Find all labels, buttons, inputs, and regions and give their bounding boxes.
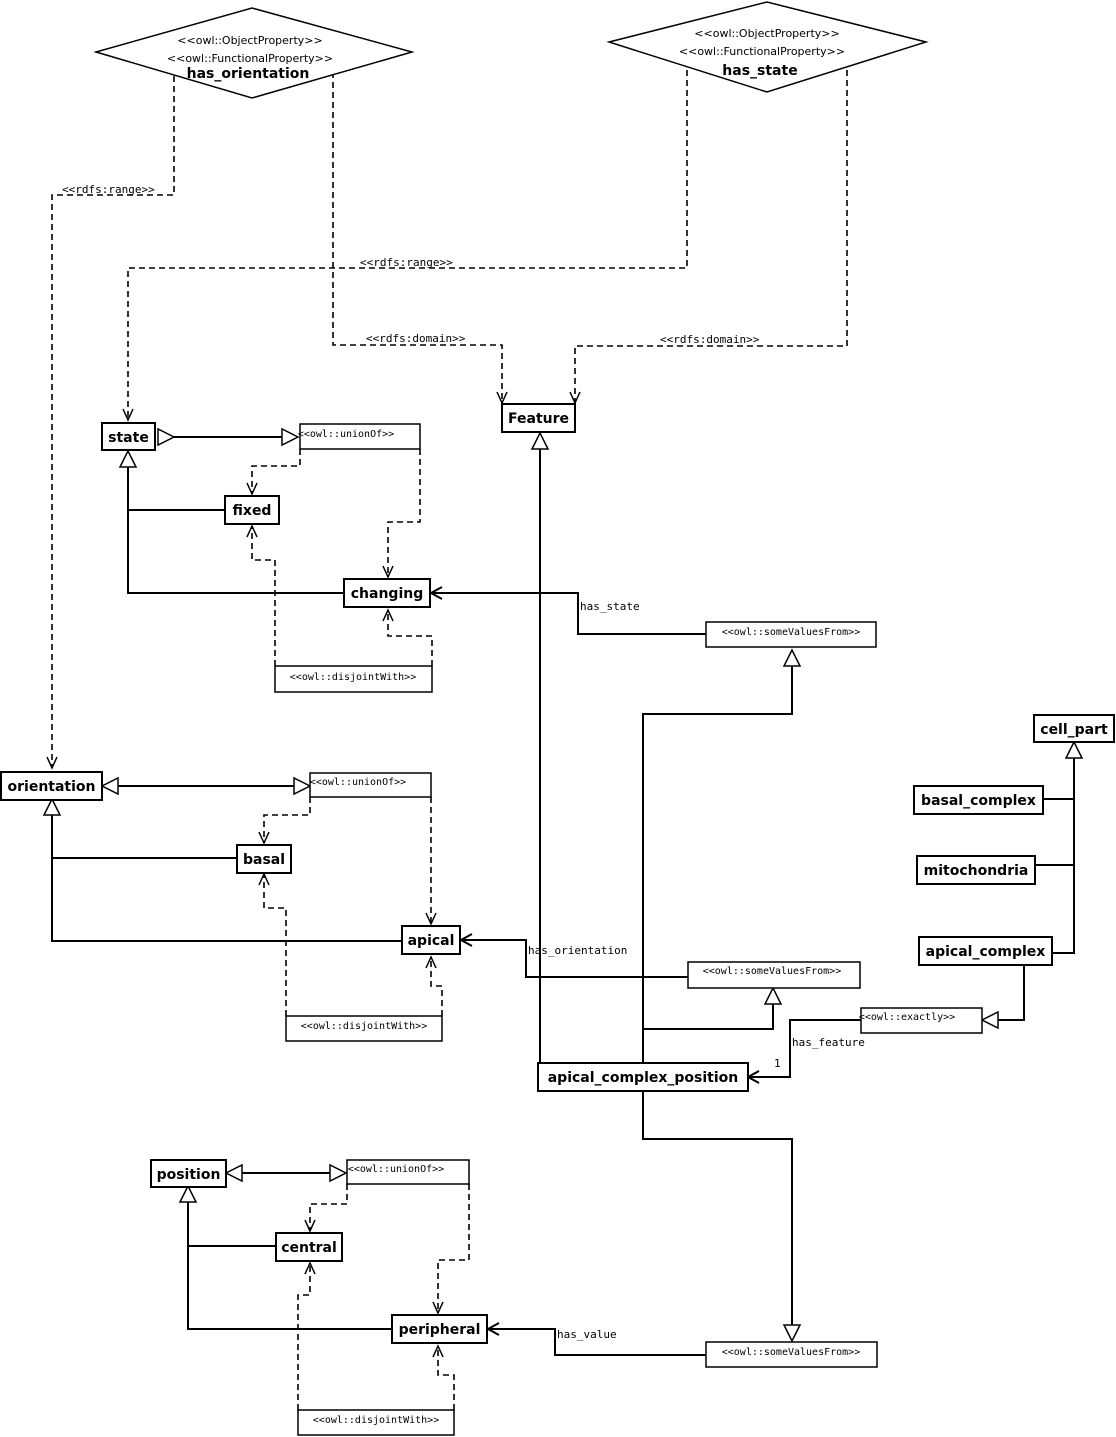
class-central[interactable]: central [275, 1232, 343, 1262]
class-basal[interactable]: basal [236, 844, 292, 874]
property-name: has_state [722, 63, 797, 79]
disjoint-with-state[interactable]: <<owl::disjointWith>> [274, 665, 433, 693]
class-mitochondria[interactable]: mitochondria [916, 855, 1036, 885]
exactly-cardinality[interactable]: <<owl::exactly>> [859, 1007, 983, 1034]
label-domain-has-state: <<rdfs:domain>> [660, 333, 760, 346]
disjoint-with-orientation[interactable]: <<owl::disjointWith>> [285, 1015, 443, 1042]
edge-union-central [304, 1184, 348, 1233]
svg-text:basal_complex: basal_complex [921, 793, 1036, 809]
class-peripheral[interactable]: peripheral [391, 1314, 488, 1344]
stereotype-object-property: <<owl::ObjectProperty>> [694, 27, 839, 40]
stereotype-functional-property: <<owl::FunctionalProperty>> [167, 52, 333, 65]
svg-text:position: position [157, 1167, 221, 1183]
class-fixed[interactable]: fixed [224, 495, 280, 525]
union-of-orientation[interactable]: <<owl::unionOf>> [309, 772, 432, 798]
property-name: has_orientation [187, 66, 310, 82]
svg-text:<<owl::someValuesFrom>>: <<owl::someValuesFrom>> [722, 1347, 860, 1358]
svg-text:basal: basal [243, 852, 285, 868]
class-changing[interactable]: changing [343, 578, 431, 608]
edge-orientation-union [100, 776, 312, 796]
svg-text:Feature: Feature [508, 411, 569, 427]
svg-text:<<owl::unionOf>>: <<owl::unionOf>> [298, 429, 394, 440]
svg-text:<<owl::someValuesFrom>>: <<owl::someValuesFrom>> [703, 966, 841, 977]
edge-position-some-orientation [643, 986, 783, 1030]
class-cell-part[interactable]: cell_part [1033, 714, 1115, 743]
edge-position-some-position [642, 1092, 802, 1343]
edge-state-subclasses [118, 449, 344, 594]
edge-position-union [224, 1163, 348, 1183]
property-has-orientation[interactable]: <<owl::ObjectProperty>> <<owl::Functiona… [93, 7, 415, 99]
svg-text:<<owl::disjointWith>>: <<owl::disjointWith>> [313, 1415, 439, 1426]
class-state[interactable]: state [101, 422, 156, 451]
property-has-state[interactable]: <<owl::ObjectProperty>> <<owl::Functiona… [606, 1, 929, 93]
union-of-position[interactable]: <<owl::unionOf>> [346, 1159, 470, 1185]
label-cardinality: 1 [774, 1057, 781, 1070]
svg-text:<<owl::exactly>>: <<owl::exactly>> [859, 1012, 955, 1023]
edge-union-fixed [246, 449, 301, 496]
edge-disjoint-fixed [246, 524, 276, 666]
label-has-orientation: has_orientation [528, 944, 627, 957]
svg-text:mitochondria: mitochondria [924, 863, 1029, 879]
disjoint-with-position[interactable]: <<owl::disjointWith>> [297, 1409, 455, 1436]
edge-union-peripheral [432, 1184, 470, 1315]
edge-cell-part-subclasses [1035, 740, 1084, 954]
edge-orientation-subclasses [42, 797, 402, 942]
label-range-state: <<rdfs:range>> [360, 256, 453, 269]
edge-disjoint-basal [258, 872, 287, 1016]
union-of-state[interactable]: <<owl::unionOf>> [298, 423, 421, 450]
svg-text:peripheral: peripheral [399, 1322, 481, 1338]
svg-text:changing: changing [351, 586, 424, 602]
edge-domain-has-orientation [332, 72, 508, 405]
svg-text:fixed: fixed [233, 503, 272, 519]
edge-position-subclasses [178, 1184, 392, 1330]
edge-disjoint-changing [382, 608, 433, 666]
svg-text:<<owl::unionOf>>: <<owl::unionOf>> [310, 777, 406, 788]
stereotype-object-property: <<owl::ObjectProperty>> [177, 34, 322, 47]
label-has-feature: has_feature [792, 1036, 865, 1049]
svg-text:central: central [281, 1240, 337, 1256]
class-position[interactable]: position [150, 1159, 227, 1188]
svg-text:<<owl::unionOf>>: <<owl::unionOf>> [348, 1164, 444, 1175]
class-apical-complex[interactable]: apical_complex [918, 936, 1053, 966]
some-values-from-state[interactable]: <<owl::someValuesFrom>> [705, 621, 877, 648]
class-orientation[interactable]: orientation [0, 771, 103, 801]
svg-text:cell_part: cell_part [1040, 722, 1108, 738]
edge-range-orientation [46, 76, 175, 770]
svg-text:<<owl::disjointWith>>: <<owl::disjointWith>> [290, 672, 416, 683]
edge-has-state [428, 586, 706, 635]
class-apical-complex-position[interactable]: apical_complex_position [537, 1062, 749, 1092]
edge-domain-has-state [569, 70, 848, 405]
edge-disjoint-peripheral [432, 1344, 455, 1410]
edge-state-union [157, 427, 300, 447]
svg-text:apical: apical [408, 933, 455, 949]
edge-union-apical [425, 797, 437, 926]
class-apical[interactable]: apical [401, 925, 461, 955]
label-domain-has-orientation: <<rdfs:domain>> [366, 332, 466, 345]
edge-union-basal [258, 797, 311, 845]
label-range-orientation: <<rdfs:range>> [62, 183, 155, 196]
svg-text:<<owl::someValuesFrom>>: <<owl::someValuesFrom>> [722, 627, 860, 638]
edge-position-feature [530, 431, 550, 1062]
edge-range-state [122, 70, 688, 422]
edge-union-changing [382, 449, 421, 579]
edge-apical-complex-exactly [980, 965, 1025, 1030]
svg-text:state: state [108, 430, 149, 446]
some-values-from-orientation[interactable]: <<owl::someValuesFrom>> [687, 961, 861, 989]
some-values-from-position[interactable]: <<owl::someValuesFrom>> [705, 1341, 878, 1368]
label-has-state: has_state [580, 600, 640, 613]
svg-text:apical_complex: apical_complex [926, 944, 1046, 960]
svg-text:apical_complex_position: apical_complex_position [548, 1070, 739, 1086]
svg-text:orientation: orientation [8, 779, 96, 795]
label-has-value: has_value [557, 1328, 617, 1341]
stereotype-functional-property: <<owl::FunctionalProperty>> [679, 45, 845, 58]
svg-text:<<owl::disjointWith>>: <<owl::disjointWith>> [301, 1021, 427, 1032]
class-basal-complex[interactable]: basal_complex [913, 785, 1044, 815]
edge-position-some-state [642, 648, 802, 1062]
class-feature[interactable]: Feature [501, 403, 576, 433]
edge-disjoint-apical [425, 955, 443, 1016]
edge-disjoint-central [297, 1261, 316, 1410]
